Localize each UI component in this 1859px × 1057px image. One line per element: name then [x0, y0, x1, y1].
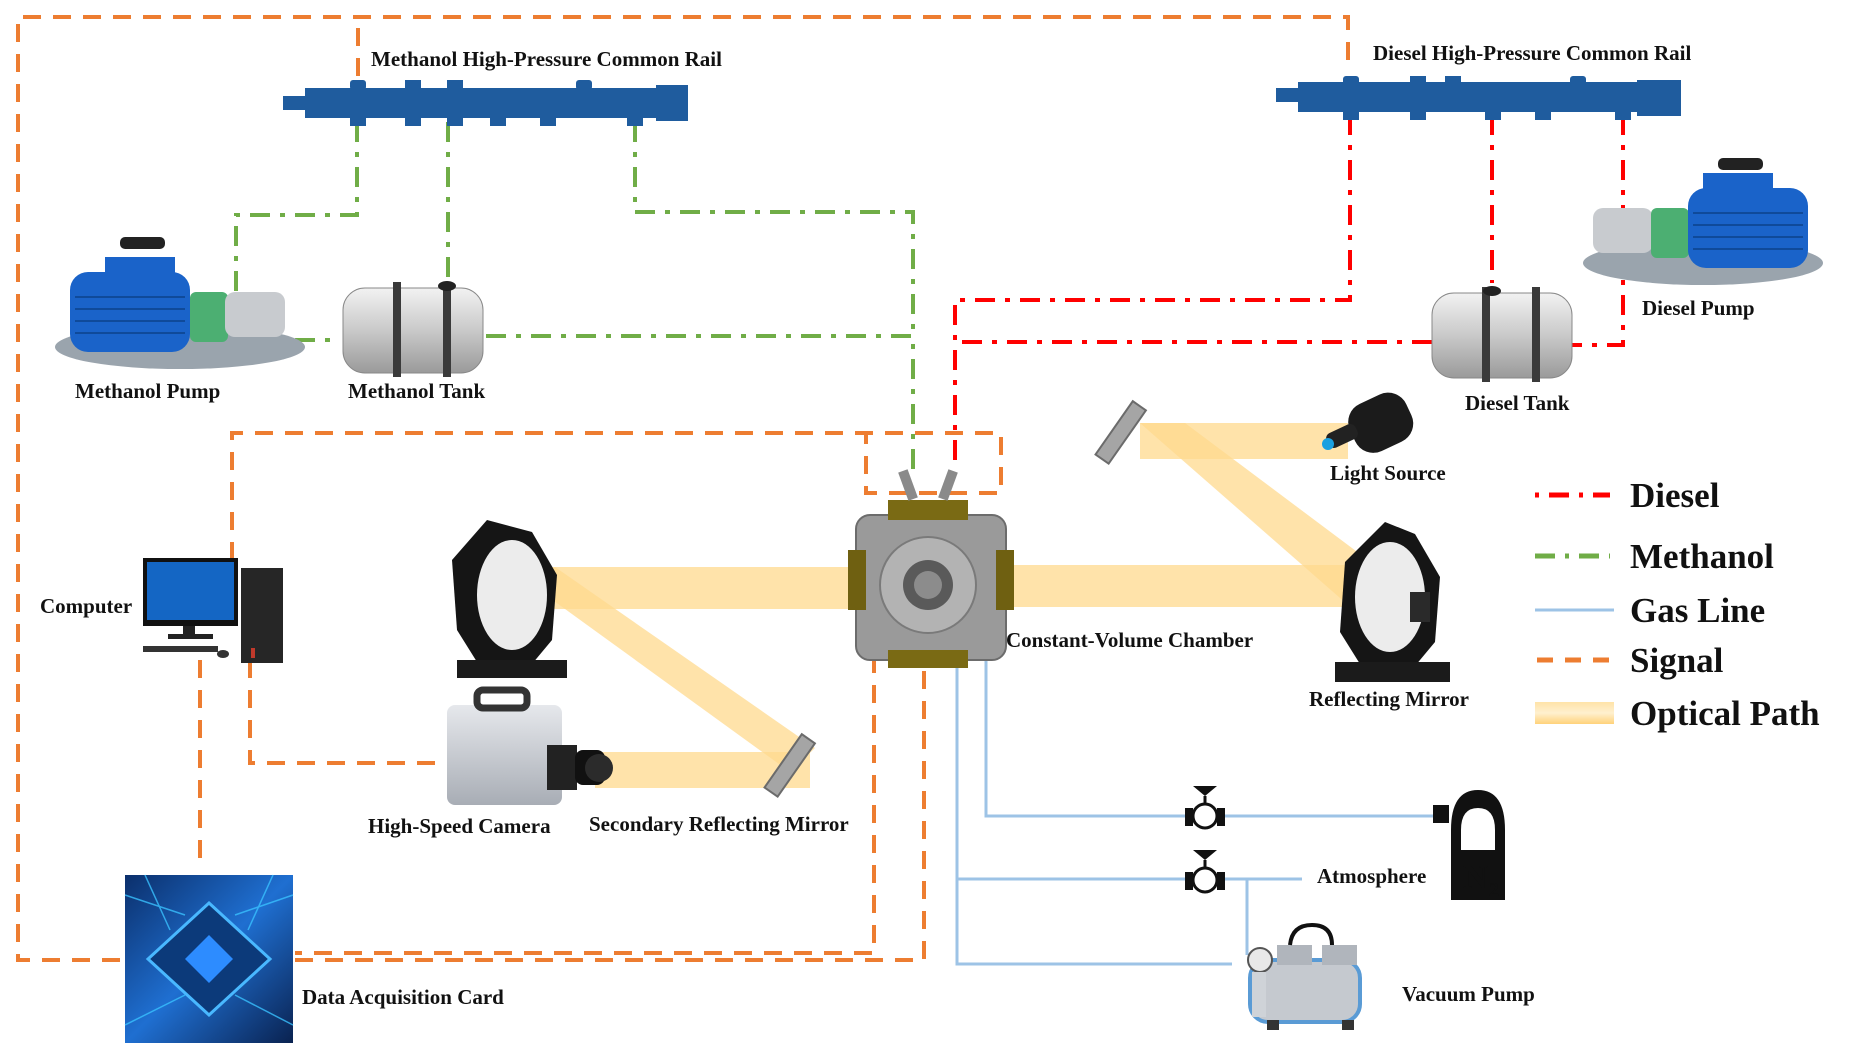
diesel-line-rail-chamber — [953, 115, 1352, 470]
light-source-icon — [1322, 392, 1414, 453]
signal-lines — [16, 15, 1350, 962]
signal-line-bottom — [295, 660, 926, 962]
diesel-tank-icon — [1431, 286, 1573, 382]
legend-label-optical-path: Optical Path — [1630, 694, 1820, 733]
methanol-tank-icon — [342, 281, 484, 377]
legend-item-optical-path: Optical Path — [1535, 694, 1820, 733]
label-light-source: Light Source — [1330, 461, 1446, 485]
signal-line-inner — [230, 431, 1003, 560]
signal-line-computer-camera — [248, 660, 440, 765]
label-methanol-rail: Methanol High-Pressure Common Rail — [371, 47, 722, 71]
label-daq: Data Acquisition Card — [302, 985, 504, 1009]
label-camera: High-Speed Camera — [368, 814, 551, 838]
legend-item-diesel: Diesel — [1535, 476, 1720, 515]
beam-diagonal-right — [1140, 423, 1392, 605]
legend-label-methanol: Methanol — [1630, 537, 1774, 576]
signal-line-chamber-down — [295, 655, 876, 955]
label-diesel-rail: Diesel High-Pressure Common Rail — [1373, 41, 1691, 65]
reflecting-mirror-left-icon — [452, 520, 567, 678]
n2-cylinder-icon: N 2 — [1433, 790, 1505, 901]
gas-line-vacuum — [955, 879, 1232, 966]
label-computer: Computer — [40, 594, 132, 618]
gas-lines — [955, 660, 1435, 966]
signal-line-outer — [16, 15, 1350, 962]
mirror-flat-top-icon — [1094, 399, 1148, 466]
gas-line-atmosphere — [955, 668, 1302, 881]
label-diesel-tank: Diesel Tank — [1465, 391, 1570, 415]
gas-line-n2 — [984, 660, 1435, 818]
methanol-line-tank-chamber — [486, 334, 915, 470]
label-secondary-mirror: Secondary Reflecting Mirror — [589, 812, 849, 836]
data-acquisition-card-icon — [124, 874, 294, 1043]
label-methanol-pump: Methanol Pump — [75, 379, 220, 403]
label-methanol-tank: Methanol Tank — [348, 379, 485, 403]
n2-symbol: N — [1463, 859, 1488, 896]
methanol-lines — [215, 122, 915, 470]
legend-label-signal: Signal — [1630, 641, 1724, 680]
valve-n2-icon[interactable] — [1185, 786, 1225, 830]
optical-path — [525, 423, 1392, 788]
n2-subscript: 2 — [1489, 879, 1499, 901]
label-atmosphere: Atmosphere — [1317, 864, 1426, 888]
secondary-mirror-icon — [763, 732, 817, 799]
methanol-common-rail — [283, 80, 688, 126]
label-vacuum-pump: Vacuum Pump — [1402, 982, 1535, 1006]
label-reflecting-mirror: Reflecting Mirror — [1309, 687, 1469, 711]
reflecting-mirror-right-icon — [1335, 522, 1450, 682]
legend-item-signal: Signal — [1537, 641, 1724, 680]
legend-label-gas-line: Gas Line — [1630, 591, 1765, 630]
constant-volume-chamber-icon — [848, 469, 1014, 668]
legend-item-methanol: Methanol — [1535, 537, 1774, 576]
methanol-line-rail-chamber — [633, 122, 915, 336]
vacuum-pump-icon — [1247, 922, 1362, 1030]
beam-chamber-right — [985, 565, 1378, 607]
legend-label-diesel: Diesel — [1630, 476, 1720, 515]
high-speed-camera-icon — [447, 686, 613, 805]
beam-diagonal-left — [525, 567, 815, 772]
computer-icon — [143, 558, 283, 663]
diesel-common-rail — [1276, 76, 1681, 120]
methanol-pump-icon — [55, 237, 305, 369]
label-diesel-pump: Diesel Pump — [1642, 296, 1755, 320]
valve-atmosphere-icon[interactable] — [1185, 850, 1225, 894]
component-labels: Methanol High-Pressure Common Rail Diese… — [40, 41, 1755, 1009]
diesel-pump-icon — [1583, 158, 1823, 285]
label-chamber: Constant-Volume Chamber — [1006, 628, 1253, 652]
legend: Diesel Methanol Gas Line Signal Optical … — [1535, 476, 1820, 733]
legend-item-gas-line: Gas Line — [1535, 591, 1765, 630]
